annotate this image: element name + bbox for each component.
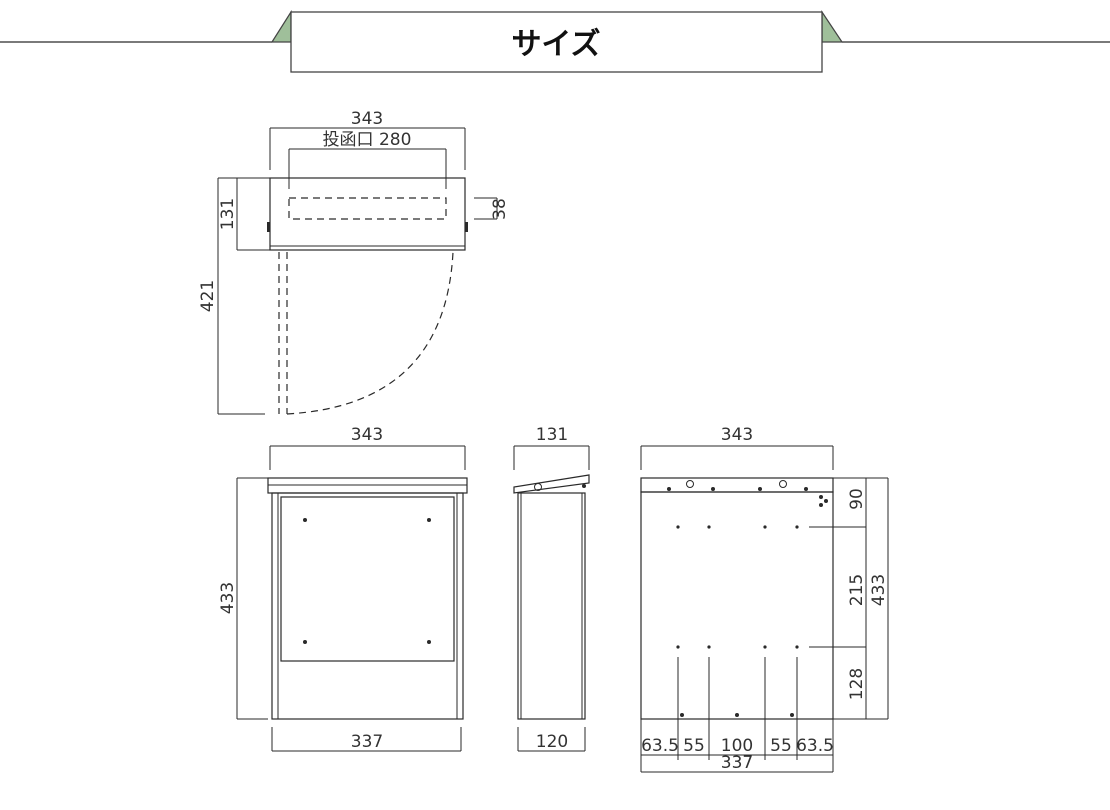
back-height-label: 433 [869, 574, 889, 606]
door-swing-label: 421 [198, 280, 218, 312]
front-height-label: 433 [218, 582, 238, 614]
side-body [517, 492, 586, 720]
back-seg-1-label: 63.5 [641, 736, 679, 756]
front-base-width-label: 337 [351, 732, 383, 752]
side-depth-label: 131 [536, 425, 568, 445]
back-base-width-label: 337 [721, 753, 753, 773]
back-seg-4-label: 55 [770, 736, 792, 756]
back-seg-5-label: 63.5 [796, 736, 834, 756]
header-banner: サイズ [0, 9, 1110, 73]
front-door [280, 496, 455, 662]
back-bottom-offset-label: 128 [847, 668, 867, 700]
front-view: 343 433 337 [218, 425, 468, 752]
side-view: 131 120 [513, 425, 590, 752]
side-base-depth-label: 120 [536, 732, 568, 752]
slot-width-label: 投函口 280 [323, 130, 412, 150]
back-body [640, 491, 834, 720]
back-top-offset-label: 90 [847, 488, 867, 510]
back-width-label: 343 [721, 425, 753, 445]
top-view-body [269, 177, 466, 251]
header-right-flap [821, 10, 844, 43]
slot-height-label: 38 [490, 198, 510, 220]
top-width-label: 343 [351, 109, 383, 129]
back-seg-2-label: 55 [683, 736, 705, 756]
header-box [290, 11, 823, 73]
slot-outline [288, 197, 447, 220]
side-lid [513, 474, 590, 494]
back-view: 343 90 [640, 425, 889, 773]
top-view: 343 投函口 280 131 38 421 [198, 109, 510, 415]
top-depth-label: 131 [218, 198, 238, 230]
door-swing-arc [286, 251, 454, 415]
front-body [271, 492, 464, 720]
front-width-label: 343 [351, 425, 383, 445]
page-title: サイズ [511, 27, 600, 62]
header-left-flap [270, 9, 292, 43]
back-seg-3-label: 100 [721, 736, 753, 756]
back-hole-spacing-label: 215 [847, 574, 867, 606]
